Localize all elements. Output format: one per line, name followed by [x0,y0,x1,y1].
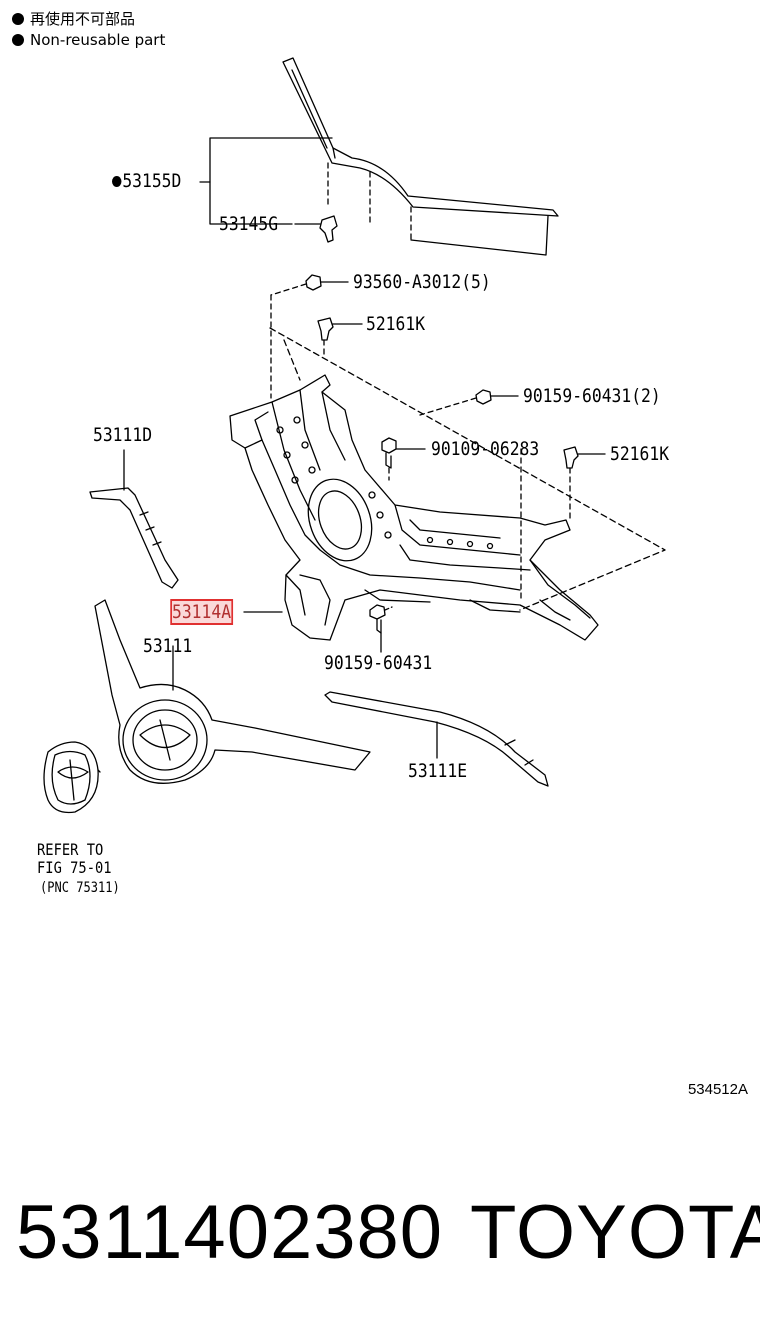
clip-53145G [319,215,338,243]
legend-text-en: Non-reusable part [30,31,166,49]
label-53111E: 53111E [408,760,468,782]
label-93560-A3012: 93560-A3012(5) [353,271,491,293]
label-90159-60431: 90159-60431 [324,652,433,674]
legend-line-jp: 再使用不可部品 [12,10,135,28]
bolt-90159-bottom [369,604,393,653]
leader-53155D [199,137,333,183]
label-90159-60431-2: 90159-60431(2) [523,385,661,407]
legend-line-en: Non-reusable part [12,31,165,49]
label-53145G: 53145G [219,213,279,235]
label-53114A-highlighted[interactable]: 53114A [170,599,233,625]
bullet-icon [12,34,24,46]
lower-molding-53111E [324,691,549,787]
refer-line-2: FIG 75-01 [37,858,112,877]
refer-line-1: REFER TO [37,840,104,859]
label-53155D: 53155D [112,170,181,192]
upper-molding-53155D [282,57,559,256]
clip-52161K-right [563,446,606,521]
bolt-90159-2 [419,389,519,416]
bullet-icon [112,176,122,187]
emblem-reference [43,741,101,814]
dashed-boundary [269,327,666,611]
grille-garnish-53111 [94,599,371,784]
bullet-icon [12,13,24,25]
label-53155D-text: 53155D [122,170,182,192]
figure-code: 534512A [687,1081,748,1098]
label-90109-06283: 90109-06283 [431,438,540,460]
bolt-90109 [381,437,522,601]
leader-53145G [209,181,293,225]
label-52161K-right: 52161K [610,443,670,465]
footer-brand: TOYOTA [470,1190,760,1275]
label-53111: 53111 [143,635,193,657]
grille-bracket-53114A [229,374,599,641]
label-53111D: 53111D [93,424,153,446]
footer-part-number: 5311402380 [16,1190,444,1275]
side-molding-53111D [89,449,179,589]
refer-line-3: (PNC 75311) [40,880,120,896]
screw-93560 [270,274,349,399]
clip-52161K-top [317,317,363,359]
legend-text-jp: 再使用不可部品 [30,10,136,28]
label-52161K-top: 52161K [366,313,426,335]
